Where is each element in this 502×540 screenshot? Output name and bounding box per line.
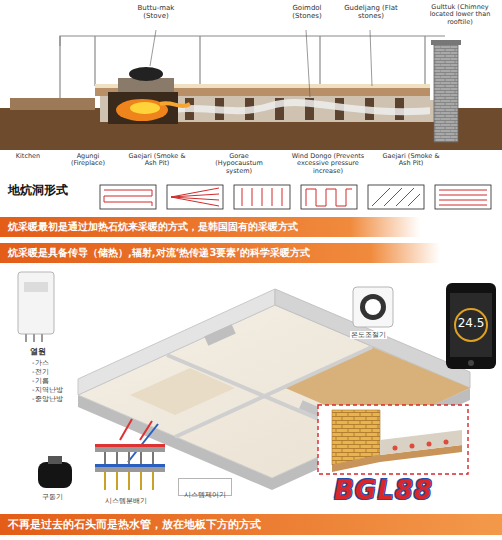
caption-band: 炕采暖最初是通过加热石炕来采暖的方式，是韩国固有的采暖方式 [0,217,420,237]
floor-detail [318,405,468,474]
list-item: -기름 [32,377,49,385]
list-item: -가스 [32,359,49,367]
manifold [95,419,165,490]
part-label: 구동기 [42,493,63,501]
list-item: -전기 [32,368,49,376]
band-text: 不再是过去的石头而是热水管，放在地板下方的方式 [8,518,261,532]
box-label: 시스템제어기 [184,490,226,500]
part-label: Goimdol (Stones) [282,4,332,20]
part-label: Gorae (Hypocaustum system) [206,153,272,175]
part-label: 온도조절기 [350,331,387,339]
caption-band: 炕采暖是具备传导（储热）,辐射,对流‘热传递3要素’的科学采暖方式 [0,243,440,263]
part-label: 시스템분배기 [104,497,148,505]
boiler [18,272,54,342]
part-label: Gaejari (Smoke & Ash Pit) [380,153,442,168]
part-label: Gulttuk (Chimney located lower than roof… [424,4,496,26]
band-text: 炕采暖最初是通过加热石炕来采暖的方式，是韩国固有的采暖方式 [8,220,298,234]
part-label: Wind Dongo (Prevents excessive pressure … [288,153,368,175]
flue-pattern [100,185,491,209]
part-label: 열원 [30,347,46,356]
part-label: Agungi (Fireplace) [62,153,114,168]
part-label: Gudeljang (Flat stones) [340,4,402,20]
caption-band: 不再是过去的石头而是热水管，放在地板下方的方式 [0,514,502,535]
band-text: 炕采暖是具备传导（储热）,辐射,对流‘热传递3要素’的科学采暖方式 [8,246,310,260]
list-item: -중앙난방 [32,395,63,403]
screen-reading: 24.5 [452,317,490,331]
list-item: -지역난방 [32,386,63,394]
part-label: Buttu-mak (Stove) [132,4,180,20]
part-label: Kitchen [8,153,48,160]
thermostat [353,287,393,327]
smartphone [446,283,496,369]
section-heading: 地炕洞形式 [8,184,68,198]
actuator [38,456,72,488]
logo-watermark: BGL88 [334,476,433,506]
ondol-cross-section [0,30,502,150]
apartment-plan [78,289,470,490]
controller-box: 시스템제어기 [178,478,232,496]
part-label: Gaejari (Smoke & Ash Pit) [126,153,188,168]
